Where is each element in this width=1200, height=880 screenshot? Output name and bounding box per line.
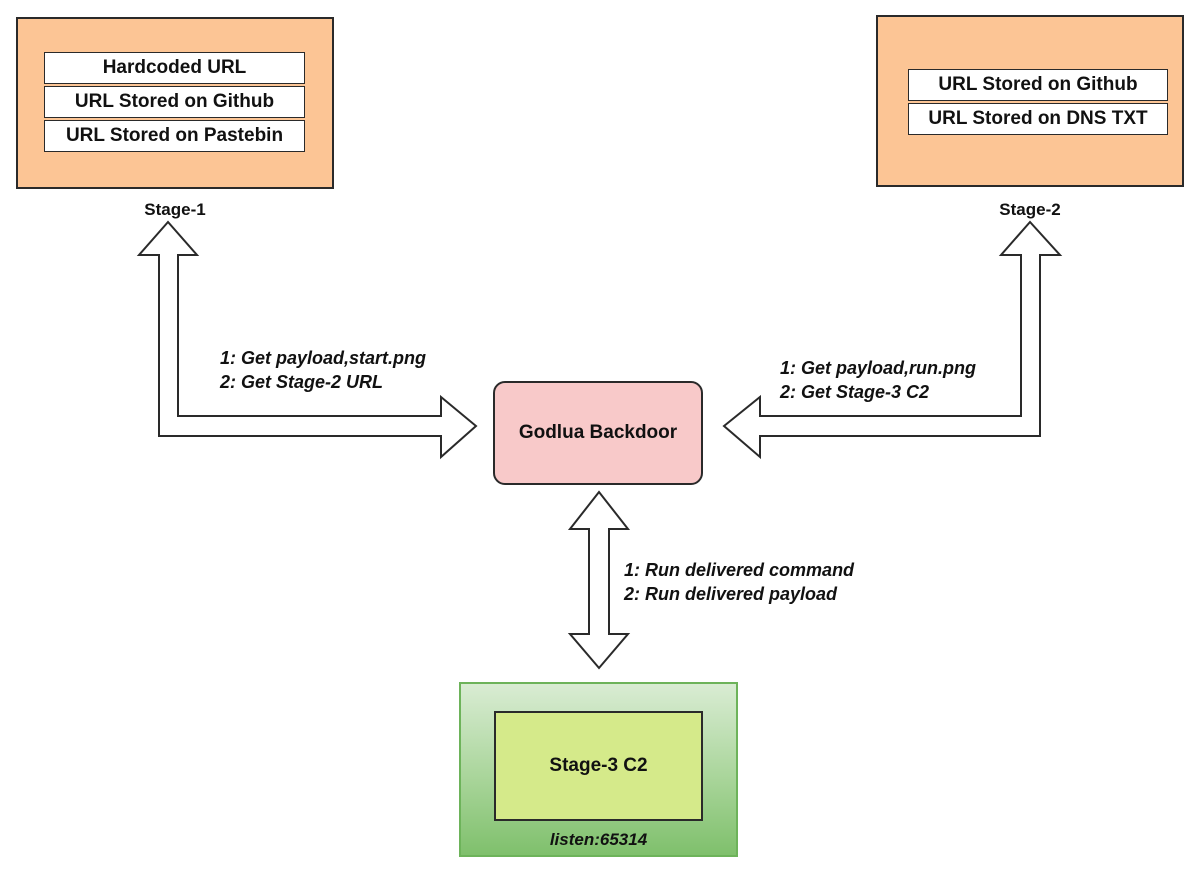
- stage2-url-item: URL Stored on Github: [908, 69, 1168, 101]
- stage1-url-item: URL Stored on Github: [44, 86, 305, 118]
- arrow-stage1-backdoor: [136, 220, 478, 460]
- godlua-backdoor-label: Godlua Backdoor: [518, 422, 678, 443]
- stage2-edge-line: 1: Get payload,run.png: [780, 358, 977, 378]
- stage1-url-list: Hardcoded URL URL Stored on Github URL S…: [44, 52, 305, 154]
- arrow-stage2-backdoor: [722, 220, 1063, 460]
- stage2-box: [876, 15, 1184, 187]
- stage3-edge-line: 2: Run delivered payload: [624, 584, 838, 604]
- stage2-edge-label: 1: Get payload,run.png 2: Get Stage-3 C2: [780, 356, 976, 404]
- stage2-url-item: URL Stored on DNS TXT: [908, 103, 1168, 135]
- stage1-caption: Stage-1: [144, 200, 206, 219]
- stage3-c2-label: Stage-3 C2: [549, 755, 648, 776]
- stage1-edge-line: 1: Get payload,start.png: [220, 348, 427, 368]
- stage1-url-item: Hardcoded URL: [44, 52, 305, 84]
- stage3-edge-label: 1: Run delivered command 2: Run delivere…: [624, 558, 854, 606]
- stage1-edge-label: 1: Get payload,start.png 2: Get Stage-2 …: [220, 346, 426, 394]
- stage3-edge-line: 1: Run delivered command: [624, 560, 855, 580]
- stage2-caption: Stage-2: [999, 200, 1061, 219]
- stage1-url-item: URL Stored on Pastebin: [44, 120, 305, 152]
- stage3-listen-label: listen:65314: [549, 830, 648, 849]
- stage2-edge-line: 2: Get Stage-3 C2: [780, 382, 930, 402]
- godlua-backdoor-node: Godlua Backdoor: [493, 381, 703, 485]
- arrow-backdoor-stage3: [567, 490, 631, 670]
- stage2-url-list: URL Stored on Github URL Stored on DNS T…: [908, 69, 1168, 137]
- stage1-edge-line: 2: Get Stage-2 URL: [220, 372, 384, 392]
- stage3-c2-node: Stage-3 C2: [494, 711, 703, 821]
